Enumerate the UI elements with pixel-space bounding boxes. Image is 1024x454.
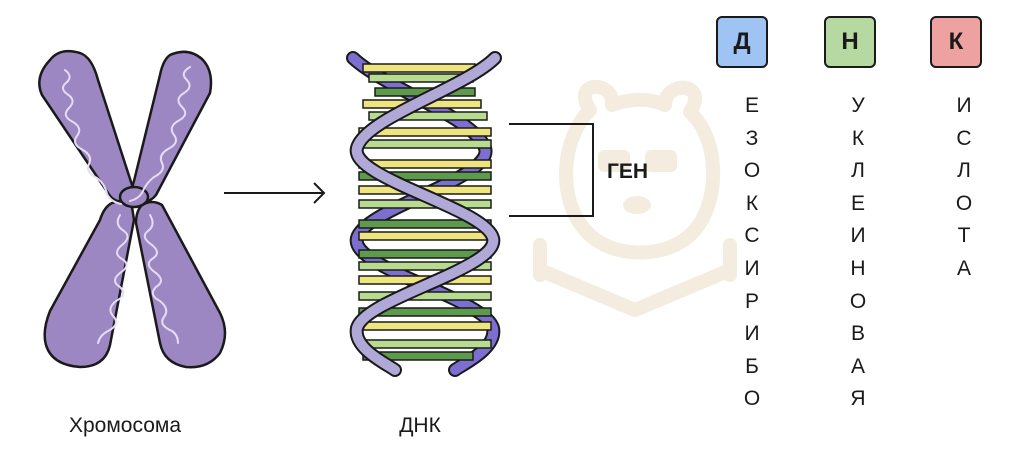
- chromosome-caption: Хромосома: [68, 414, 181, 437]
- chromosome-illustration: [38, 49, 227, 369]
- dna-helix-illustration: [346, 51, 502, 377]
- gene-label: ГЕН: [607, 160, 649, 183]
- letter-box-n: Н: [824, 16, 876, 68]
- gene-bracket: [509, 123, 594, 217]
- arrow-right-icon: [224, 182, 326, 204]
- dna-caption: ДНК: [399, 414, 441, 437]
- bear-watermark-icon: [533, 79, 737, 317]
- letter-box-d: Д: [716, 16, 768, 68]
- letter-box-k: К: [930, 16, 982, 68]
